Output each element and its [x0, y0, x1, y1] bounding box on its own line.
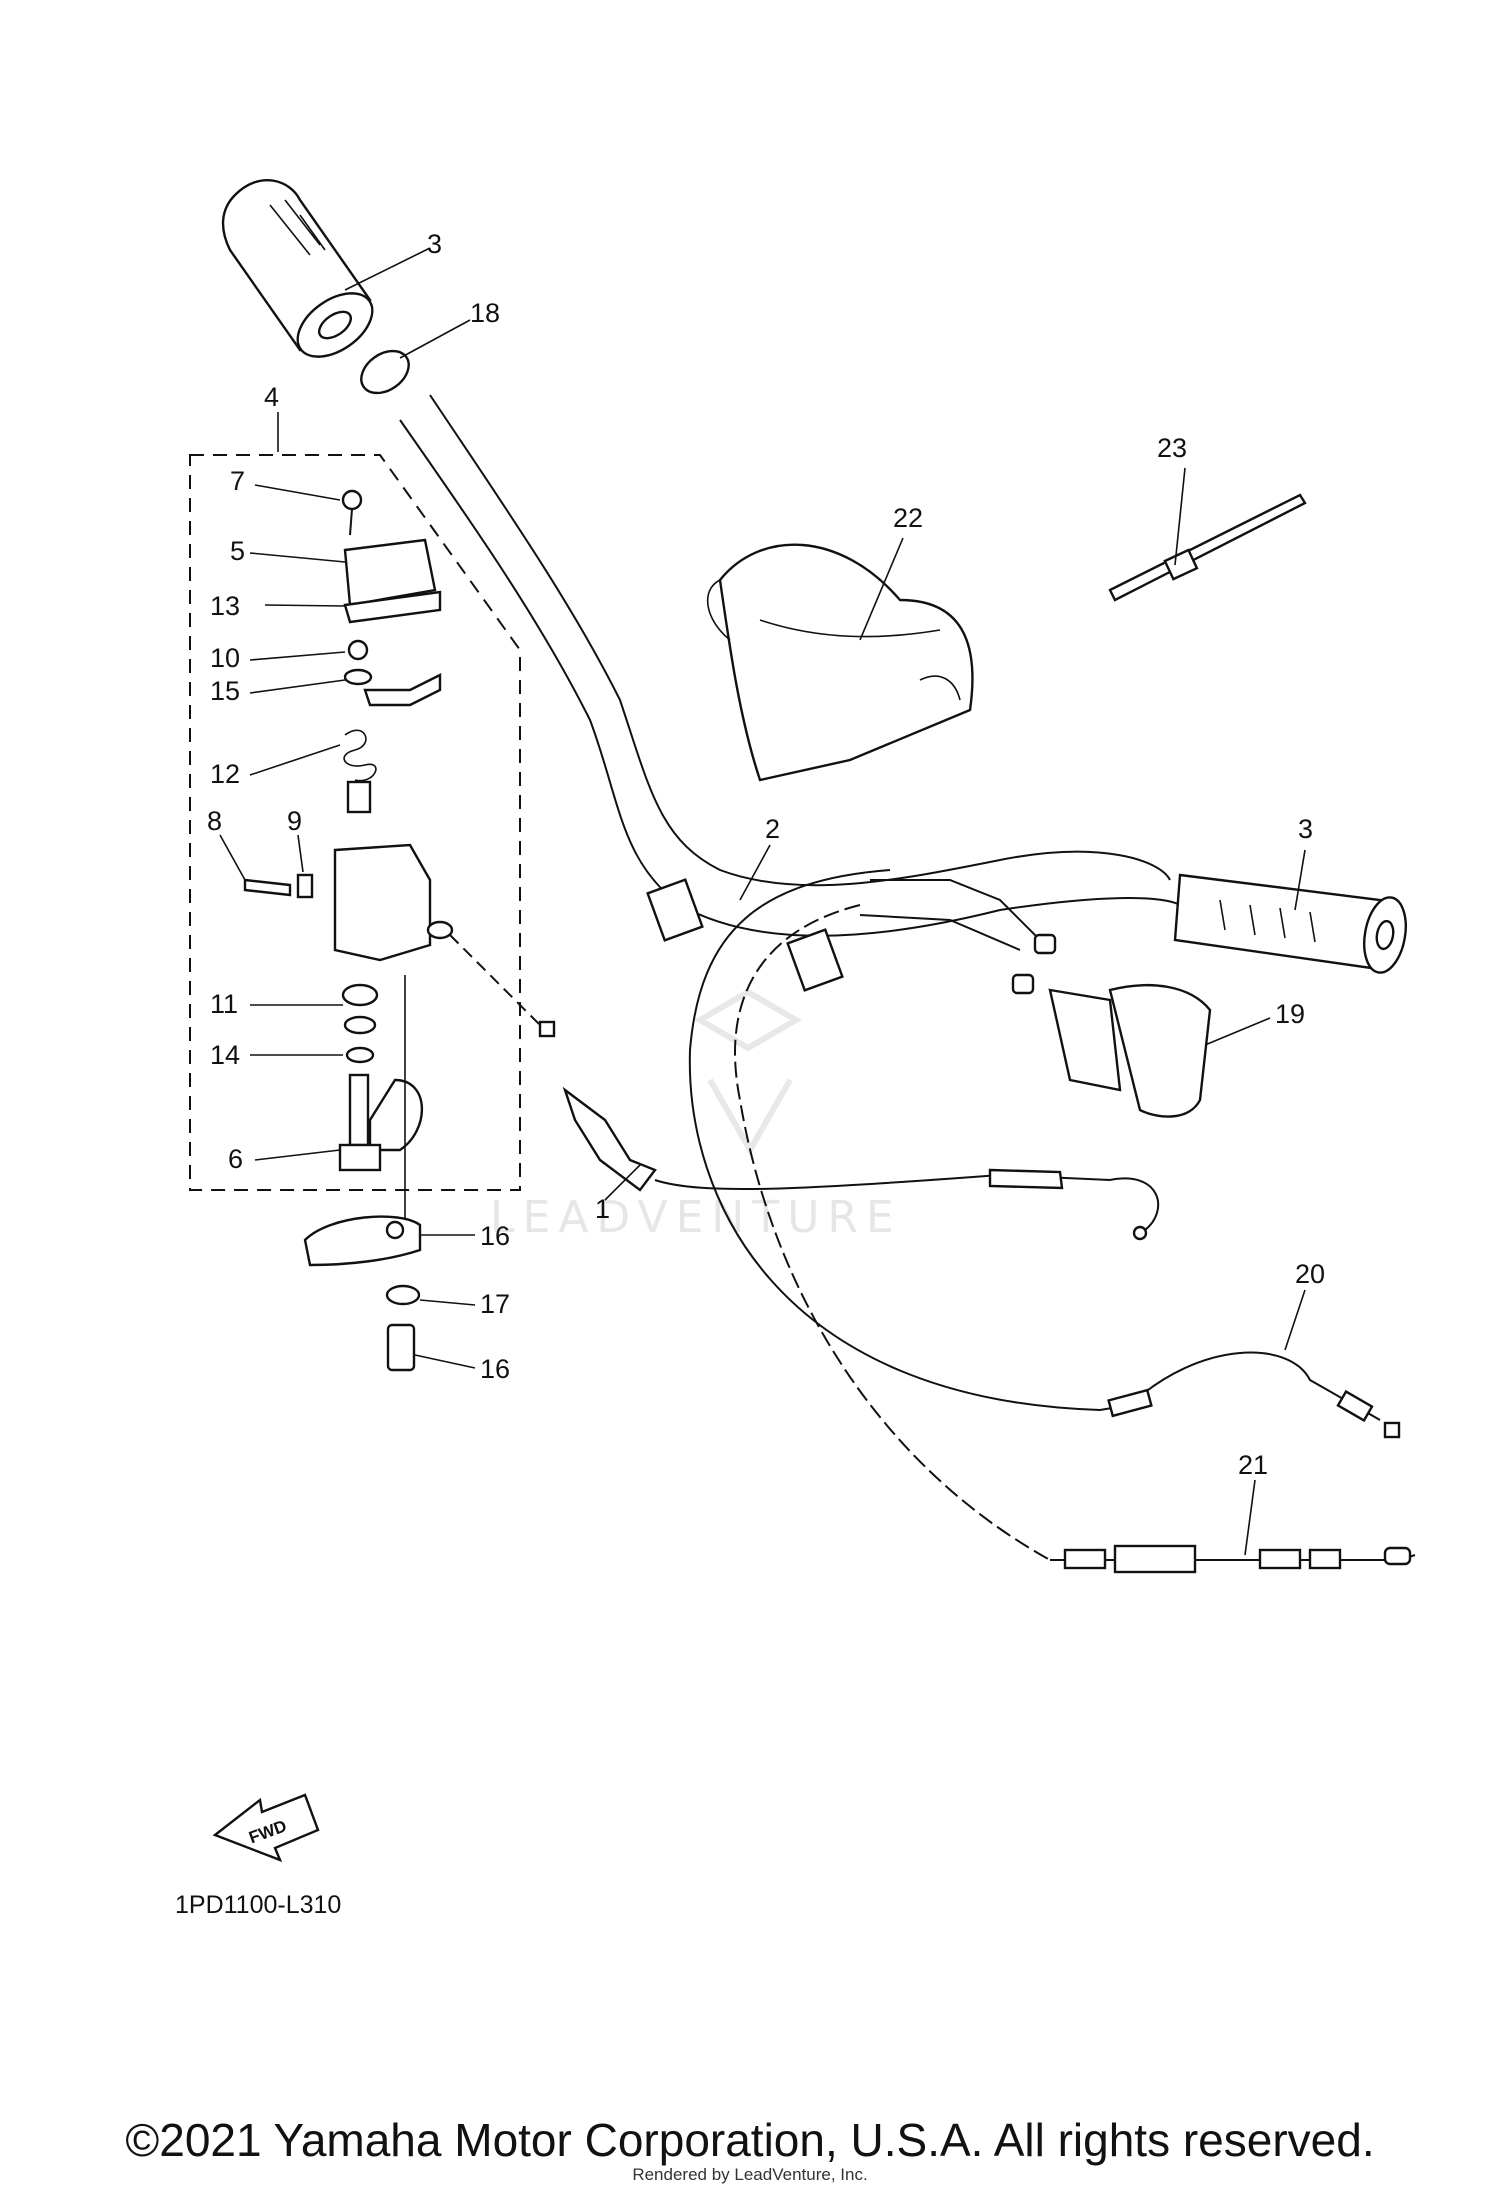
leader-lines	[219, 247, 1306, 1556]
copyright-notice: ©2021 Yamaha Motor Corporation, U.S.A. A…	[125, 2114, 1375, 2166]
left-grip	[221, 179, 374, 358]
callout-19: 18	[470, 298, 500, 328]
callout-labels: 3 18 4 7 5 13 10 15 12 8 9 11 14 6 16 17…	[207, 229, 1325, 1480]
callout-2: 2	[765, 814, 780, 844]
lower-clamp	[303, 1215, 422, 1372]
right-grip	[1173, 873, 1407, 974]
callout-6: 6	[228, 1144, 243, 1174]
callout-5: 5	[230, 536, 245, 566]
callout-14: 14	[210, 1040, 240, 1070]
callout-4: 4	[264, 382, 279, 412]
callout-20: 19	[1275, 999, 1305, 1029]
callout-23: 22	[893, 503, 923, 533]
callout-17: 16	[480, 1354, 510, 1384]
callout-12: 12	[210, 759, 240, 789]
choke-cable	[1050, 1544, 1416, 1574]
handlebar-cover	[706, 543, 974, 782]
callout-3-right: 3	[1298, 814, 1313, 844]
fwd-arrow-icon: FWD	[212, 1793, 320, 1863]
callout-22: 21	[1238, 1450, 1268, 1480]
callout-15: 15	[210, 676, 240, 706]
brake-cable	[1099, 1351, 1401, 1439]
callout-7: 7	[230, 466, 245, 496]
callout-21: 20	[1295, 1259, 1325, 1289]
grip-collar	[360, 349, 410, 395]
cable-boot	[1048, 984, 1212, 1118]
callout-3-left: 3	[427, 229, 442, 259]
callout-8: 8	[207, 806, 222, 836]
callout-9: 9	[287, 806, 302, 836]
routing-cables	[688, 869, 1101, 1561]
callout-16: 16	[480, 1221, 510, 1251]
cable-tie	[1108, 493, 1307, 602]
callout-18: 17	[480, 1289, 510, 1319]
watermark: LEADVENTURE	[490, 988, 902, 1243]
callout-10: 10	[210, 643, 240, 673]
watermark-text: LEADVENTURE	[490, 1192, 902, 1243]
diagram-code: 1PD1100-L310	[175, 1891, 341, 1919]
callout-24: 23	[1157, 433, 1187, 463]
callout-1: 1	[595, 1194, 610, 1224]
callout-13: 13	[210, 591, 240, 621]
throttle-cable	[449, 934, 1160, 1241]
switch-assembly-group	[189, 454, 521, 1230]
rendered-by: Rendered by LeadVenture, Inc.	[632, 2165, 868, 2184]
handlebar	[399, 394, 1181, 992]
callout-11: 11	[210, 989, 238, 1019]
